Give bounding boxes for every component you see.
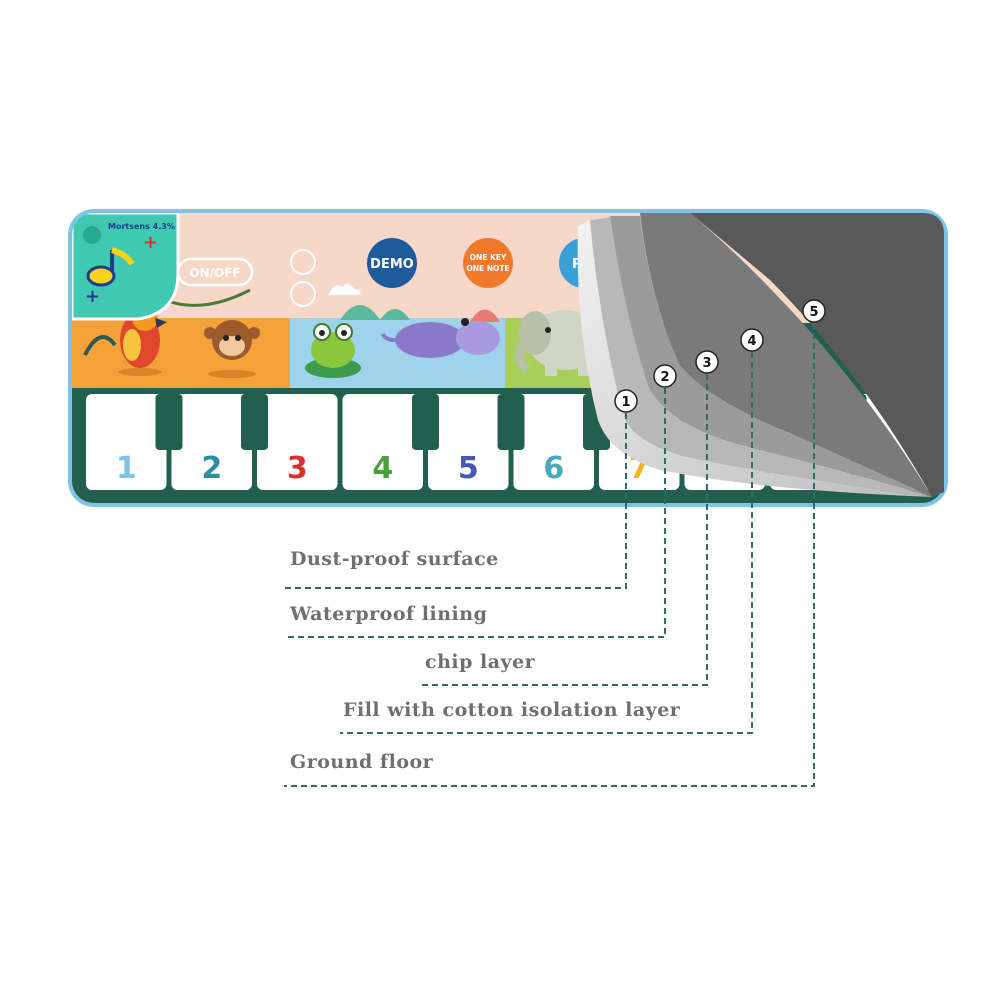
one-key-line2: ONE NOTE xyxy=(466,264,509,273)
waterproof-lining-layer xyxy=(590,216,932,497)
speaker-grille-icon xyxy=(83,226,101,244)
piano-key-4[interactable] xyxy=(342,394,424,490)
leader-line xyxy=(420,374,708,686)
minus-icon[interactable]: + xyxy=(85,286,100,307)
demo-button[interactable] xyxy=(367,238,417,288)
layer-number-text: 3 xyxy=(702,356,711,371)
demo-label: DEMO xyxy=(370,257,414,272)
plus-icon[interactable]: + xyxy=(143,232,158,253)
volume-icon[interactable] xyxy=(290,249,316,275)
layer-number-marker xyxy=(802,299,826,323)
layer-label-chip-layer: chip layer xyxy=(425,651,536,673)
peeled-layers xyxy=(577,213,944,497)
black-piano-key[interactable] xyxy=(241,394,268,450)
piano-keys: 1234567i23 xyxy=(86,394,936,490)
leader-line xyxy=(284,323,815,787)
cloud-icon xyxy=(328,283,361,295)
layer-number-marker xyxy=(614,389,638,413)
layer-number-text: 4 xyxy=(747,334,756,349)
piano-key-number: 2 xyxy=(201,451,222,486)
layer-number-text: 1 xyxy=(621,395,630,410)
one-key-line1: ONE KEY xyxy=(470,253,507,262)
piano-key-1[interactable] xyxy=(86,394,167,490)
bell-icon[interactable] xyxy=(290,281,316,307)
piano-key-number: 5 xyxy=(458,451,479,486)
piano-key-3[interactable] xyxy=(257,394,338,490)
speaker-panel: Mortsens 4.3% + + xyxy=(72,213,180,321)
layer-label-dust-proof-surface: Dust-proof surface xyxy=(290,548,499,570)
layer-number-marker xyxy=(653,364,677,388)
chip-layer xyxy=(610,216,932,497)
hill-shape xyxy=(340,305,410,320)
layer-number-text: 2 xyxy=(660,370,669,385)
on-off-label: ON/OFF xyxy=(189,266,240,280)
one-key-one-note-button[interactable] xyxy=(463,238,513,288)
black-piano-key[interactable] xyxy=(155,394,183,450)
layer-number-text: 5 xyxy=(809,305,818,320)
cotton-isolation-layer xyxy=(640,213,932,497)
piano-key-number: 3 xyxy=(287,451,308,486)
leader-line xyxy=(288,388,666,638)
piano-key-2[interactable] xyxy=(171,394,253,490)
frog-icon xyxy=(305,323,361,378)
layer-number-marker xyxy=(695,350,719,374)
hippo-icon xyxy=(381,318,500,358)
black-piano-key[interactable] xyxy=(497,394,525,450)
coral-shape xyxy=(470,309,500,322)
piano-key-number: 4 xyxy=(372,451,393,486)
piano-key-number: 1 xyxy=(116,451,137,486)
monkey-icon xyxy=(204,320,260,378)
piano-key-5[interactable] xyxy=(428,394,509,490)
piano-key-6[interactable] xyxy=(513,394,595,490)
layer-label-waterproof-lining: Waterproof lining xyxy=(290,603,488,625)
layer-label-cotton-isolation: Fill with cotton isolation layer xyxy=(343,699,681,721)
layer-label-ground-floor: Ground floor xyxy=(290,751,434,773)
savanna-band xyxy=(72,318,294,388)
ground-floor-layer xyxy=(690,213,944,497)
leader-line xyxy=(284,413,627,589)
layer-callouts: 1 2 3 4 5 xyxy=(284,299,826,787)
leader-line xyxy=(340,352,753,734)
piano-key-number: 6 xyxy=(543,451,564,486)
brand-label: Mortsens 4.3% xyxy=(108,222,175,231)
layer-number-marker xyxy=(740,328,764,352)
black-piano-key[interactable] xyxy=(412,394,439,450)
music-note-icon xyxy=(86,265,116,287)
